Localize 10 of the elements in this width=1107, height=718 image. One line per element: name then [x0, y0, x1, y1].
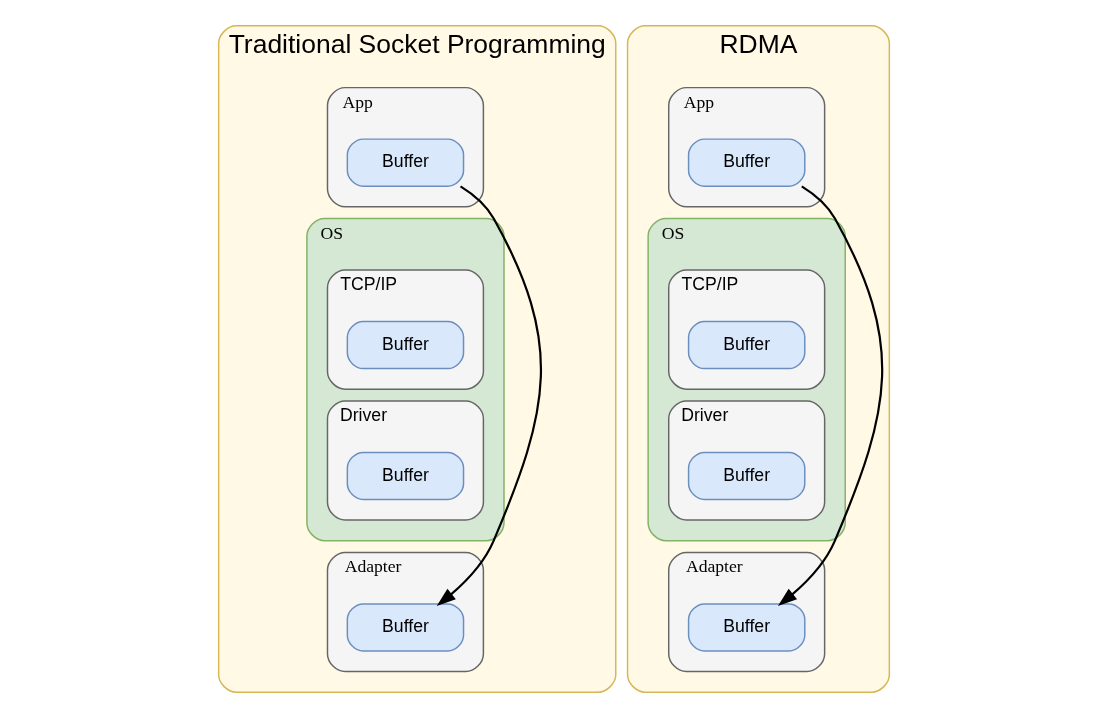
arrow	[777, 185, 883, 606]
node-box: Buffer	[346, 138, 464, 187]
node-box: Buffer	[687, 451, 805, 501]
node-box: Buffer	[687, 603, 805, 652]
node-box: Buffer	[346, 451, 464, 501]
node-box: Buffer	[346, 320, 464, 370]
node-box: Buffer	[687, 320, 805, 370]
node-box: Buffer	[687, 138, 805, 187]
arrow	[436, 185, 542, 606]
node-box: Buffer	[346, 603, 464, 652]
